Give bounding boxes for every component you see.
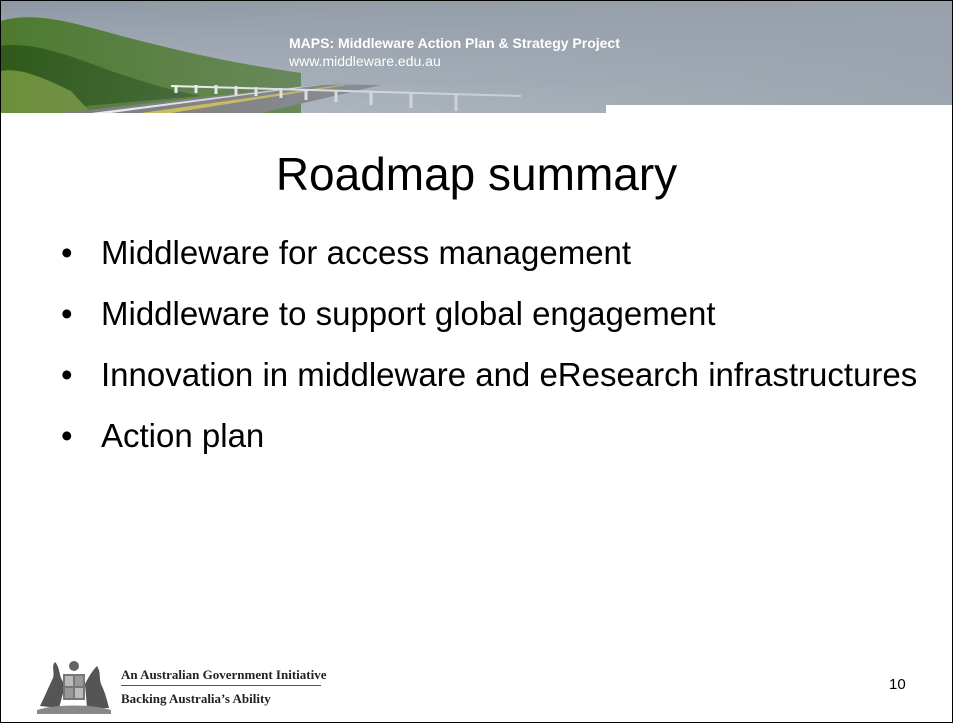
bullet-item: • Middleware for access management [59,231,919,275]
header-banner: MAPS: Middleware Action Plan & Strategy … [1,1,952,113]
bullet-item: • Action plan [59,414,919,458]
bullet-item: • Innovation in middleware and eResearch … [59,353,919,397]
bullet-text: Action plan [101,417,265,454]
page-number: 10 [889,676,906,693]
bullet-icon: • [61,417,73,454]
bullet-item: • Middleware to support global engagement [59,292,919,336]
bullet-text: Innovation in middleware and eResearch i… [101,356,918,393]
bullet-text: Middleware to support global engagement [101,295,716,332]
road-landscape-image [1,1,952,113]
bullet-list: • Middleware for access management • Middl… [59,231,919,475]
slide-title: Roadmap summary [275,148,678,200]
header-title: MAPS: Middleware Action Plan & Strategy … [289,35,620,51]
footer-divider [121,685,321,686]
government-initiative-text: An Australian Government Initiative [121,667,327,682]
bullet-icon: • [61,295,73,332]
coat-of-arms-icon [37,661,111,714]
header-url: www.middleware.edu.au [289,53,441,69]
bullet-icon: • [61,356,73,393]
bullet-text: Middleware for access management [101,234,632,271]
backing-australia-text: Backing Australia’s Ability [121,691,271,706]
bullet-icon: • [61,234,73,271]
